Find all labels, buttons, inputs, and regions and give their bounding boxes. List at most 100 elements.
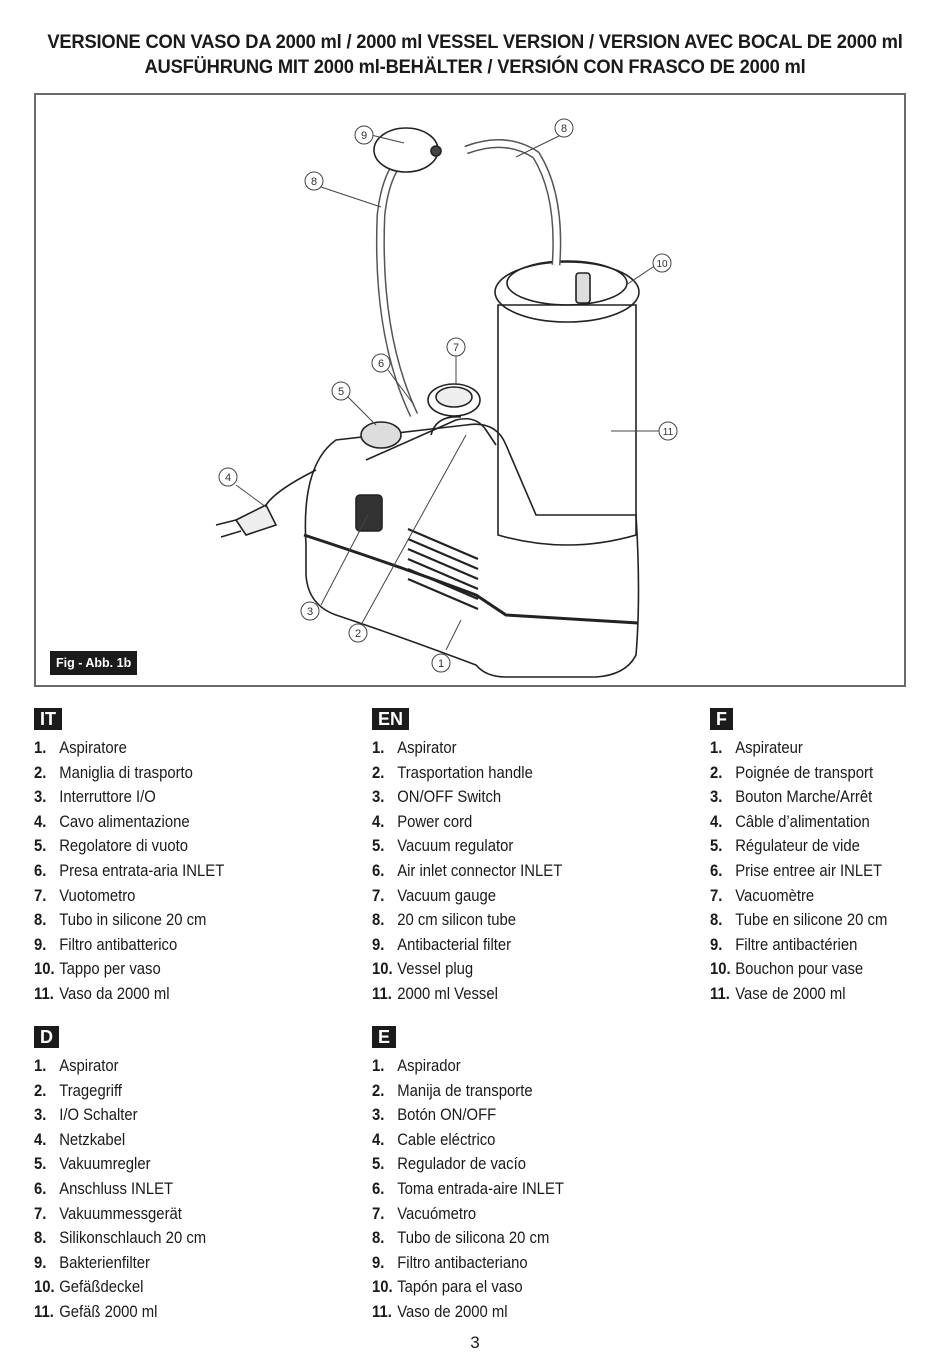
item-text: Bakterienfilter xyxy=(59,1253,151,1272)
item-text: ON/OFF Switch xyxy=(397,788,502,807)
item-number: 6. xyxy=(34,1179,47,1198)
filter xyxy=(373,127,439,173)
legend-item: 6.Toma entrada-aire INLET xyxy=(372,1177,642,1202)
legend-item: 4.Netzkabel xyxy=(34,1128,304,1153)
legend-item: 2.Trasportation handle xyxy=(372,761,642,786)
item-number: 4. xyxy=(372,1130,385,1149)
item-text: Power cord xyxy=(397,812,473,831)
callout-9: 9 xyxy=(361,130,367,142)
item-text: Antibacterial filter xyxy=(397,935,512,954)
callout-7: 7 xyxy=(453,342,459,354)
item-text: Regolatore di vuoto xyxy=(59,837,188,856)
item-number: 3. xyxy=(710,788,723,807)
item-text: Régulateur de vide xyxy=(735,837,860,856)
item-number: 8. xyxy=(34,1229,47,1248)
item-text: Vaso de 2000 ml xyxy=(397,1302,508,1321)
legend-item: 4.Cavo alimentazione xyxy=(34,810,304,835)
item-text: Maniglia di trasporto xyxy=(59,763,193,782)
item-number: 7. xyxy=(34,886,47,905)
item-number: 9. xyxy=(34,1253,47,1272)
item-number: 4. xyxy=(372,812,385,831)
item-number: 4. xyxy=(34,1130,47,1149)
item-number: 1. xyxy=(372,739,385,757)
callout-4: 4 xyxy=(225,472,231,484)
item-number: 1. xyxy=(710,739,723,757)
switch xyxy=(355,494,383,532)
item-text: Prise entree air INLET xyxy=(735,861,883,880)
item-number: 10. xyxy=(372,960,393,979)
legend-item: 9.Antibacterial filter xyxy=(372,933,642,958)
item-text: Vacuum regulator xyxy=(397,837,514,856)
legend-item: 3.Botón ON/OFF xyxy=(372,1103,642,1128)
legend-item: 9.Filtro antibacteriano xyxy=(372,1251,642,1276)
legend-item: 7.Vuotometro xyxy=(34,884,304,909)
item-text: Cavo alimentazione xyxy=(59,812,190,831)
callout-2: 2 xyxy=(355,628,361,640)
item-text: Vaso da 2000 ml xyxy=(59,984,170,1003)
item-number: 8. xyxy=(372,911,385,930)
item-number: 11. xyxy=(372,984,392,1003)
item-number: 11. xyxy=(34,1302,54,1321)
item-number: 9. xyxy=(34,935,47,954)
legend-item: 11.2000 ml Vessel xyxy=(372,982,642,1007)
legend-item: 10.Vessel plug xyxy=(372,957,642,982)
legend-item: 5.Régulateur de vide xyxy=(710,834,950,859)
legend-item: 6.Anschluss INLET xyxy=(34,1177,304,1202)
item-number: 7. xyxy=(372,1204,385,1223)
item-text: Filtro antibatterico xyxy=(59,935,178,954)
legend-item: 3.Interruttore I/O xyxy=(34,785,304,810)
legend-item: 1.Aspiratore xyxy=(34,736,304,761)
legend-item: 5.Vakuumregler xyxy=(34,1152,304,1177)
callout-6: 6 xyxy=(378,358,384,370)
item-text: Gefäßdeckel xyxy=(59,1278,144,1297)
item-text: Aspirator xyxy=(59,1057,119,1075)
legend-item: 4.Câble d’alimentation xyxy=(710,810,950,835)
legend-item: 4.Cable eléctrico xyxy=(372,1128,642,1153)
legend-item: 11.Vaso da 2000 ml xyxy=(34,982,304,1007)
gauge xyxy=(427,383,481,417)
callout-11: 11 xyxy=(663,427,674,438)
page-number: 3 xyxy=(470,1333,480,1352)
item-text: Botón ON/OFF xyxy=(397,1106,497,1125)
item-text: Vase de 2000 ml xyxy=(735,984,846,1003)
legend-item: 8.Silikonschlauch 20 cm xyxy=(34,1226,304,1251)
legend-item: 9.Filtre antibactérien xyxy=(710,933,950,958)
title-line-1: VERSIONE CON VASO DA 2000 ml / 2000 ml V… xyxy=(47,31,903,53)
legend-item: 5.Regolatore di vuoto xyxy=(34,834,304,859)
legend-item: 2.Maniglia di trasporto xyxy=(34,761,304,786)
legend-item: 7.Vakuummessgerät xyxy=(34,1202,304,1227)
item-number: 11. xyxy=(372,1302,392,1321)
item-number: 10. xyxy=(710,960,731,979)
lang-badge-de: D xyxy=(34,1026,59,1048)
lang-badge-fr: F xyxy=(710,708,733,730)
legend-item: 5.Regulador de vacío xyxy=(372,1152,642,1177)
legend-item: 2.Manija de transporte xyxy=(372,1079,642,1104)
legend-item: 7.Vacuomètre xyxy=(710,884,950,909)
item-number: 8. xyxy=(372,1229,385,1248)
item-number: 1. xyxy=(34,1057,47,1075)
legend-item: 8.Tubo in silicone 20 cm xyxy=(34,908,304,933)
legend-item: 6. Prise entree air INLET xyxy=(710,859,950,884)
callout-5: 5 xyxy=(338,386,344,398)
legend-item: 3.ON/OFF Switch xyxy=(372,785,642,810)
item-text: Vessel plug xyxy=(397,960,474,979)
item-text: Vakuumregler xyxy=(59,1155,151,1174)
legend-item: 3.Bouton Marche/Arrêt xyxy=(710,785,950,810)
item-number: 6. xyxy=(710,861,723,880)
legend-item: 3.I/O Schalter xyxy=(34,1103,304,1128)
item-text: Gefäß 2000 ml xyxy=(59,1302,158,1321)
legend-item: 7.Vacuum gauge xyxy=(372,884,642,909)
legend-item: 10.Gefäßdeckel xyxy=(34,1275,304,1300)
item-number: 6. xyxy=(372,1179,385,1198)
title-line-2: AUSFÜHRUNG MIT 2000 ml-BEHÄLTER / VERSIÓ… xyxy=(144,56,806,78)
legend-item: 10.Tappo per vaso xyxy=(34,957,304,982)
device-illustration: 1 2 3 4 5 6 7 8 8 9 10 11 xyxy=(215,118,678,678)
item-number: 10. xyxy=(34,960,55,979)
